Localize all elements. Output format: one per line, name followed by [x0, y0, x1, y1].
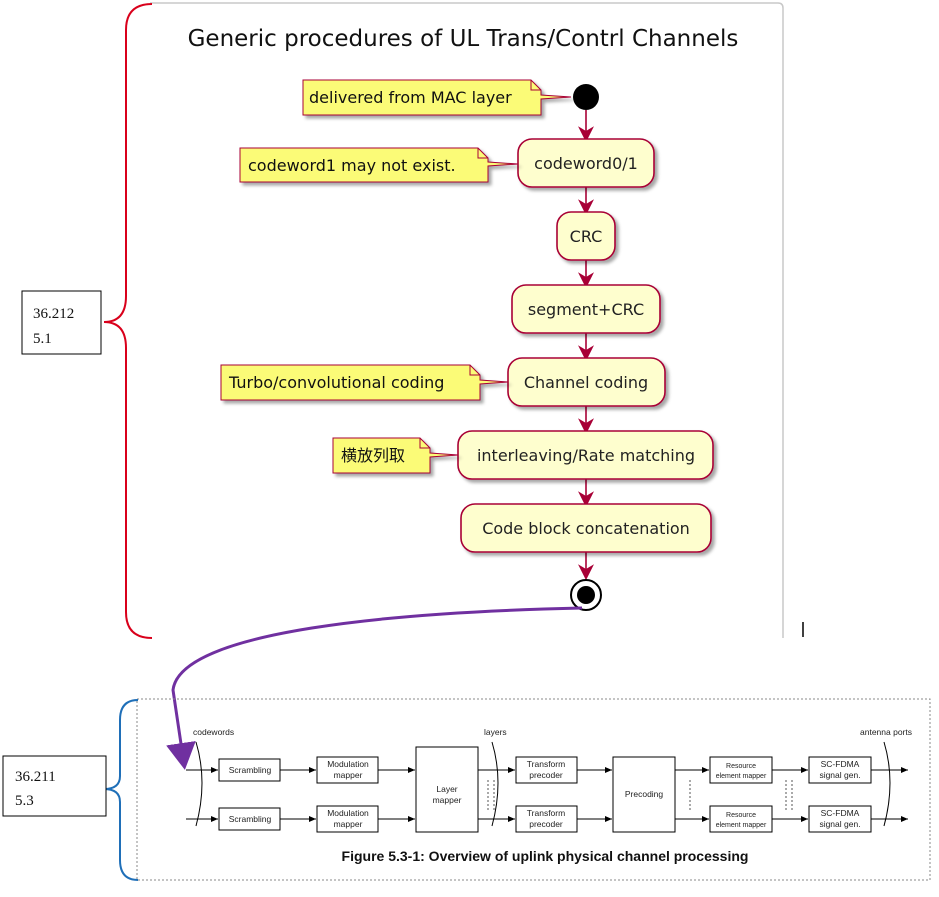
end-node-core — [577, 586, 595, 604]
antenna-ports-label: antenna ports — [860, 727, 912, 737]
codewords-label: codewords — [193, 727, 234, 737]
resource-label-2a: Resource — [726, 812, 756, 819]
node-concatenation — [460, 503, 712, 553]
scfdma-label-1b: signal gen. — [819, 770, 860, 780]
node-crc-label: CRC — [570, 227, 603, 246]
resource-box-2 — [709, 805, 773, 833]
resource-label-1b: element mapper — [716, 773, 767, 780]
node-concatenation-label: Code block concatenation — [482, 519, 690, 538]
note-turbo-text: Turbo/convolutional coding — [228, 373, 444, 392]
scrambling-box-1 — [218, 758, 281, 782]
note-mac-layer — [302, 79, 572, 116]
node-segment-crc — [511, 284, 661, 334]
node-channel-coding-label: Channel coding — [524, 373, 648, 392]
blue-brace — [103, 699, 139, 881]
modulation-label-2b: mapper — [334, 819, 363, 829]
layers-label: layers — [484, 727, 507, 737]
scfdma-box-1 — [808, 756, 872, 784]
note-interleave — [332, 437, 459, 474]
ref-box-36211 — [2, 755, 107, 817]
note-codeword1 — [239, 147, 519, 183]
modulation-label-1a: Modulation — [327, 759, 369, 769]
scfdma-label-2b: signal gen. — [819, 819, 860, 829]
layer-mapper-label-b: mapper — [433, 795, 462, 805]
connector-arrow — [166, 606, 583, 770]
node-codeword — [517, 138, 655, 188]
ref-top-line1: 36.212 — [33, 306, 74, 322]
resource-label-2b: element mapper — [716, 822, 767, 829]
transform-label-2a: Transform — [527, 808, 565, 818]
note-turbo — [220, 364, 509, 401]
note-mac-text: delivered from MAC layer — [309, 88, 512, 107]
red-brace — [103, 3, 153, 639]
layer-mapper-box — [415, 746, 479, 833]
uplink-figure-frame — [136, 698, 931, 881]
ref-bottom-line1: 36.211 — [15, 769, 56, 785]
activity-panel-border — [150, 2, 784, 638]
node-codeword-label: codeword0/1 — [534, 154, 638, 173]
precoding-box — [612, 756, 676, 833]
modulation-box-2 — [316, 805, 379, 833]
transform-box-2 — [515, 805, 578, 833]
ref-bottom-line2: 5.3 — [15, 793, 34, 809]
ref-top-line2: 5.1 — [33, 331, 52, 347]
note-codeword1-text: codeword1 may not exist. — [248, 156, 456, 175]
scrambling-box-2 — [218, 807, 281, 831]
transform-label-2b: precoder — [529, 819, 563, 829]
node-interleaving-label: interleaving/Rate matching — [477, 446, 695, 465]
node-crc — [556, 211, 616, 261]
figure-caption: Figure 5.3-1: Overview of uplink physica… — [342, 848, 749, 864]
scfdma-label-1a: SC-FDMA — [821, 759, 860, 769]
resource-label-1a: Resource — [726, 763, 756, 770]
activity-title: Generic procedures of UL Trans/Contrl Ch… — [188, 26, 739, 52]
node-segment-label: segment+CRC — [528, 300, 644, 319]
scrambling-label-2: Scrambling — [229, 814, 272, 824]
scrambling-label-1: Scrambling — [229, 765, 272, 775]
scfdma-label-2a: SC-FDMA — [821, 808, 860, 818]
transform-label-1b: precoder — [529, 770, 563, 780]
transform-box-1 — [515, 756, 578, 784]
modulation-box-1 — [316, 756, 379, 784]
ref-box-36212 — [21, 290, 102, 355]
modulation-label-1b: mapper — [334, 770, 363, 780]
resource-box-1 — [709, 756, 773, 784]
layer-mapper-label-a: Layer — [436, 784, 457, 794]
scfdma-box-2 — [808, 805, 872, 833]
transform-label-1a: Transform — [527, 759, 565, 769]
precoding-label: Precoding — [625, 789, 664, 799]
note-interleave-text: 横放列取 — [341, 446, 405, 465]
start-node — [573, 84, 599, 110]
modulation-label-2a: Modulation — [327, 808, 369, 818]
